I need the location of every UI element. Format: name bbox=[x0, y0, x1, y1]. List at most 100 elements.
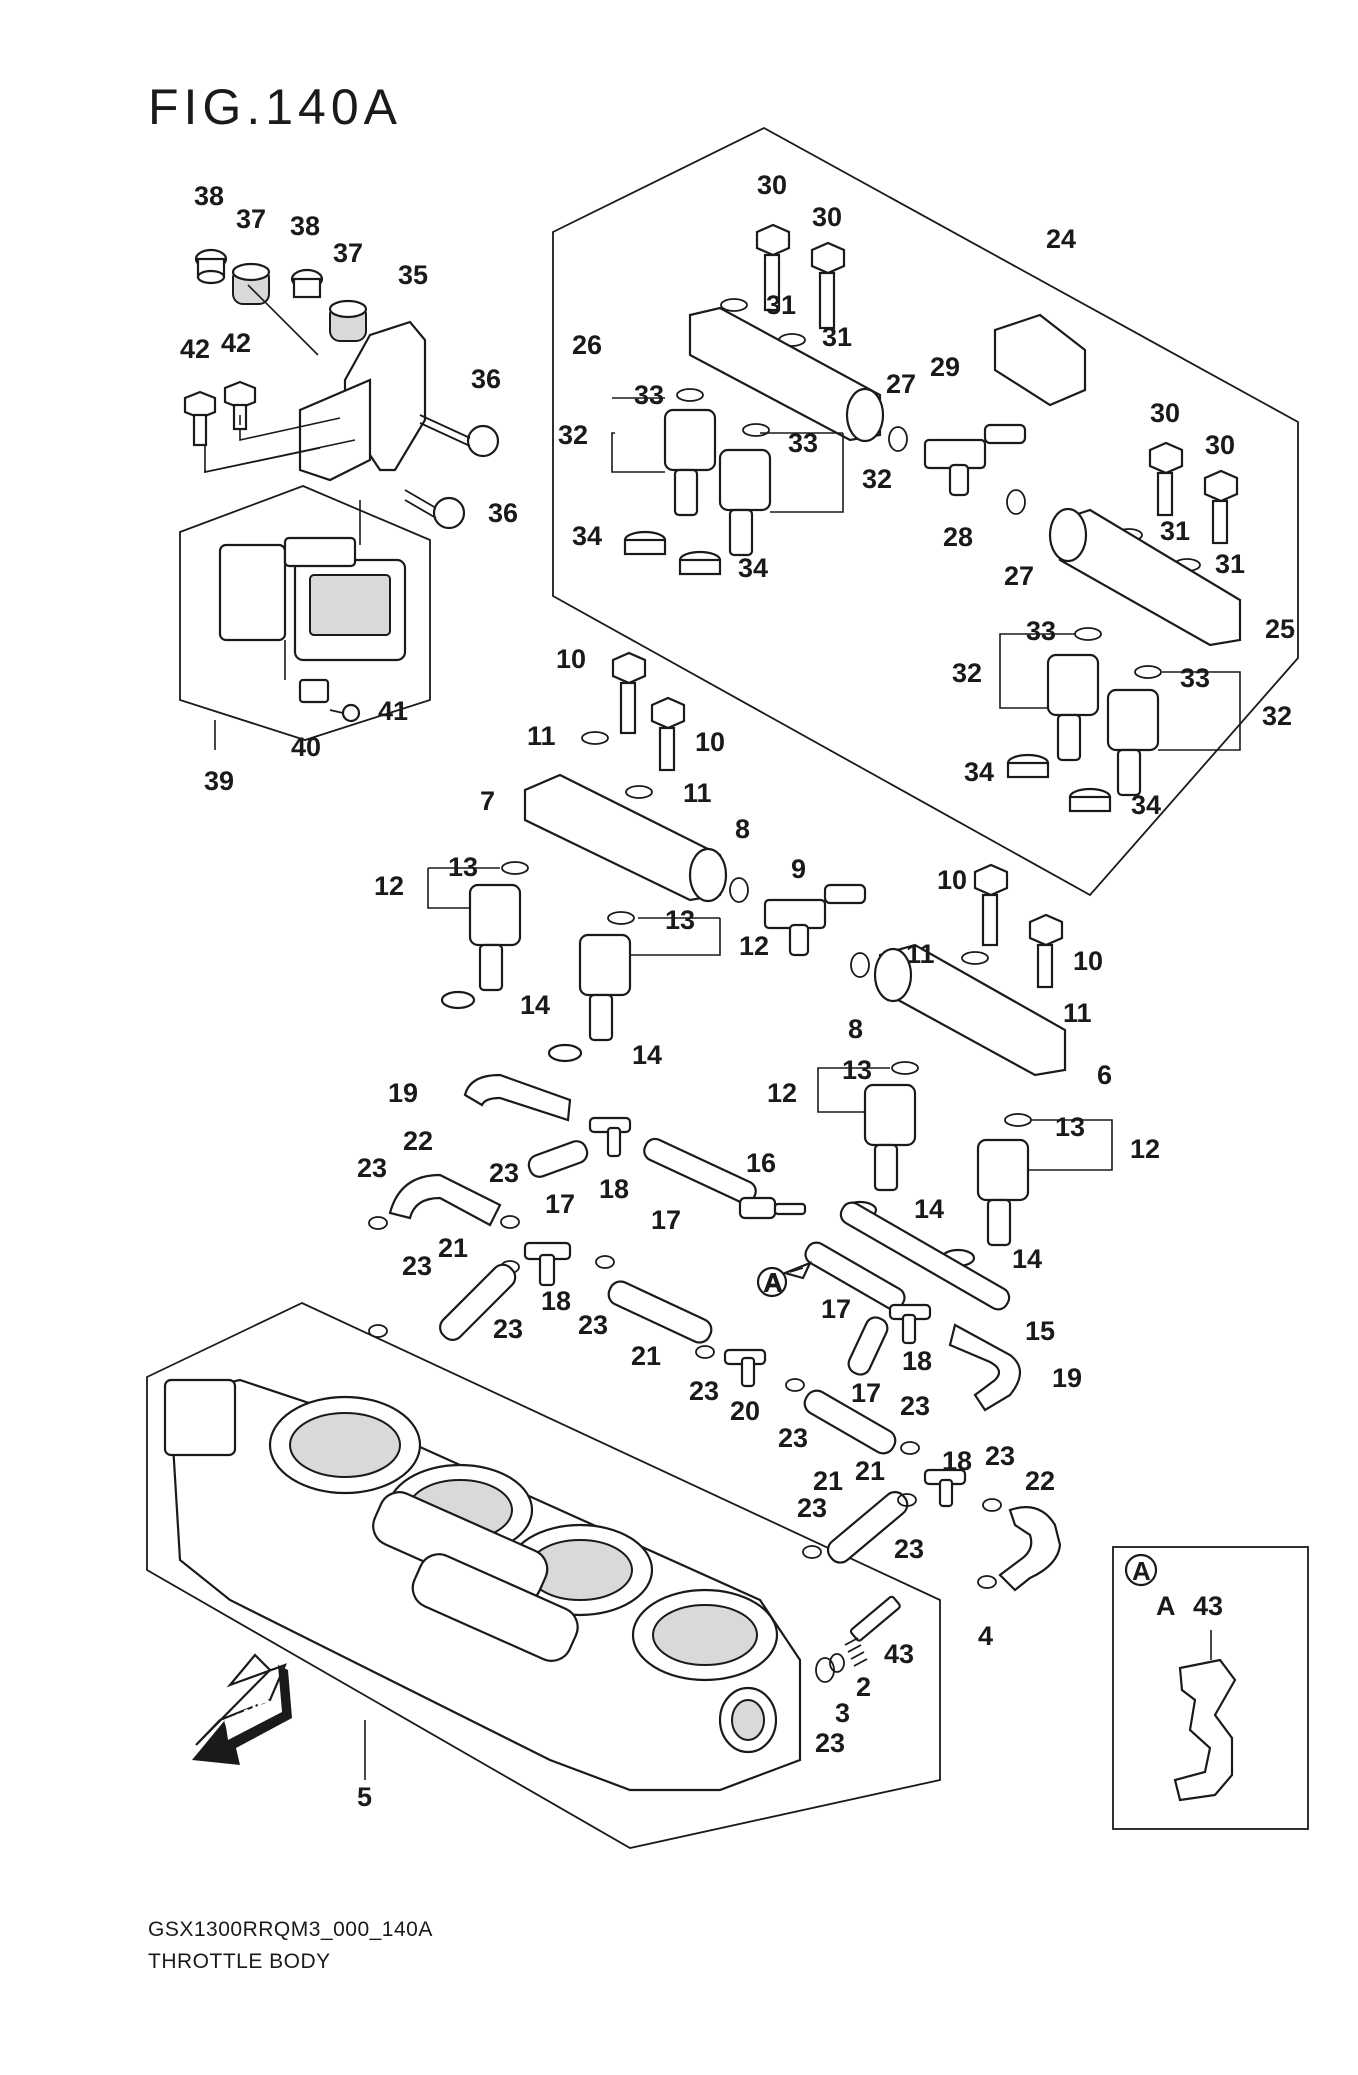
injector-32-a bbox=[663, 408, 717, 517]
hose-21-c bbox=[803, 1389, 897, 1455]
o-ring-8-a bbox=[729, 877, 749, 903]
callout: 11 bbox=[906, 939, 935, 969]
o-ring-13-d bbox=[1004, 1113, 1032, 1127]
callout: 23 bbox=[689, 1376, 719, 1406]
callout: 42 bbox=[180, 334, 210, 364]
screw-41 bbox=[329, 703, 361, 723]
callout: 32 bbox=[1262, 701, 1292, 731]
o-ring-13-c bbox=[891, 1061, 919, 1075]
injector-12-b bbox=[578, 933, 632, 1042]
callout: 10 bbox=[1073, 946, 1103, 976]
callout: 13 bbox=[665, 905, 695, 935]
callout: 18 bbox=[902, 1346, 932, 1376]
o-ring-31-a bbox=[720, 298, 748, 312]
fwd-direction-badge: FWD bbox=[192, 1653, 292, 1765]
hose-17-d bbox=[847, 1316, 889, 1376]
hose-22-right bbox=[998, 1506, 1062, 1592]
callout: 27 bbox=[1004, 561, 1034, 591]
callout: 34 bbox=[572, 521, 602, 551]
callout: 22 bbox=[403, 1126, 433, 1156]
clip-23-f bbox=[695, 1345, 715, 1359]
callout: 8 bbox=[735, 814, 750, 844]
o-ring-27-a bbox=[888, 426, 908, 452]
clamp-43 bbox=[1173, 1658, 1237, 1802]
callout: 18 bbox=[599, 1174, 629, 1204]
callout: 27 bbox=[886, 369, 916, 399]
callout: 11 bbox=[1063, 998, 1092, 1028]
callout: 20 bbox=[730, 1396, 760, 1426]
inset-detail-a-label: A bbox=[1132, 1556, 1151, 1586]
fuel-rail-assembly-24-frame bbox=[552, 126, 1299, 897]
callout: 15 bbox=[1025, 1316, 1055, 1346]
callout: 34 bbox=[738, 553, 768, 583]
screw-30-a bbox=[755, 223, 791, 312]
detail-a-marker-circle bbox=[756, 1266, 788, 1298]
hose-17-a bbox=[527, 1140, 589, 1178]
hose-15 bbox=[839, 1201, 1011, 1311]
callout: 21 bbox=[438, 1233, 468, 1263]
callout: 37 bbox=[333, 238, 363, 268]
callout: 33 bbox=[1180, 663, 1210, 693]
hose-21-a bbox=[439, 1263, 517, 1341]
fuel-delivery-pipe-6 bbox=[873, 943, 1067, 1077]
hose-22-left bbox=[388, 1173, 502, 1227]
bolt-42-left bbox=[183, 390, 217, 447]
callout-labels: 38 37 38 37 35 42 42 36 36 41 40 39 30 3… bbox=[180, 170, 1295, 1812]
hose-19-upper bbox=[463, 1073, 572, 1122]
o-ring-13-a bbox=[501, 861, 529, 875]
tee-20 bbox=[723, 1348, 767, 1388]
screw-10-c bbox=[973, 863, 1009, 947]
bushing-38-left bbox=[194, 248, 228, 285]
callout: 32 bbox=[952, 658, 982, 688]
callout: 18 bbox=[541, 1286, 571, 1316]
joint-16 bbox=[738, 1196, 807, 1220]
o-ring-33-b bbox=[742, 423, 770, 437]
screw-10-d bbox=[1028, 913, 1064, 989]
hose-17-c bbox=[804, 1241, 906, 1311]
injector-32-b bbox=[718, 448, 772, 557]
callout: 10 bbox=[556, 644, 586, 674]
callout: 28 bbox=[943, 522, 973, 552]
detail-a-marker-label: A bbox=[764, 1267, 783, 1297]
callout: 42 bbox=[221, 328, 251, 358]
screw-36-lower bbox=[404, 489, 466, 530]
callout: 33 bbox=[788, 428, 818, 458]
callout: 14 bbox=[1012, 1244, 1042, 1274]
callout: 4 bbox=[978, 1621, 993, 1651]
callout: 36 bbox=[488, 498, 518, 528]
detail-a-inset-frame bbox=[1112, 1546, 1309, 1830]
callout: 11 bbox=[527, 721, 556, 751]
callout: 23 bbox=[815, 1728, 845, 1758]
o-ring-33-c bbox=[1074, 627, 1102, 641]
clip-23-h bbox=[900, 1441, 920, 1455]
throttle-position-sensor-39-frame bbox=[179, 485, 431, 741]
callout: 12 bbox=[374, 871, 404, 901]
callout: 43 bbox=[884, 1639, 914, 1669]
callout: 3 bbox=[835, 1698, 850, 1728]
callout: 12 bbox=[1130, 1134, 1160, 1164]
washer-4 bbox=[829, 1653, 845, 1673]
callout: 14 bbox=[914, 1194, 944, 1224]
injector-12-d bbox=[976, 1138, 1030, 1247]
fuel-delivery-pipe-26 bbox=[688, 306, 885, 443]
callout: 31 bbox=[822, 322, 852, 352]
callout: 12 bbox=[767, 1078, 797, 1108]
callout: 22 bbox=[1025, 1466, 1055, 1496]
callout: 36 bbox=[471, 364, 501, 394]
callout: 17 bbox=[851, 1378, 881, 1408]
callout: 6 bbox=[1097, 1060, 1112, 1090]
callout: 30 bbox=[812, 202, 842, 232]
callout: 31 bbox=[1215, 549, 1245, 579]
callout: 23 bbox=[493, 1314, 523, 1344]
spring-3 bbox=[844, 1637, 868, 1667]
screw-10-b bbox=[650, 696, 686, 772]
tee-18-d bbox=[923, 1468, 967, 1508]
callout: 23 bbox=[894, 1534, 924, 1564]
o-ring-8-b bbox=[850, 952, 870, 978]
callout: 30 bbox=[1205, 430, 1235, 460]
callout: 14 bbox=[520, 990, 550, 1020]
callout: 10 bbox=[937, 865, 967, 895]
fuel-delivery-pipe-25 bbox=[1048, 507, 1242, 647]
o-ring-27-b bbox=[1006, 489, 1026, 515]
callout: 2 bbox=[856, 1672, 871, 1702]
